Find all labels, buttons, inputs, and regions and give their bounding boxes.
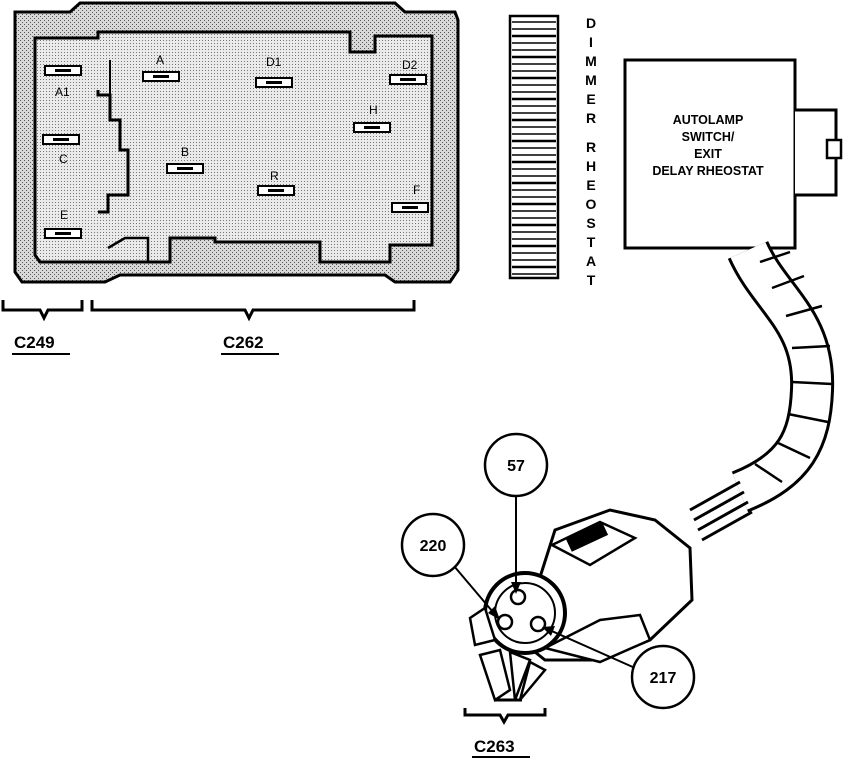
rheostat-letter: D: [586, 15, 596, 31]
terminal-pad-h: [353, 122, 391, 133]
connector-label-c263: C263: [474, 737, 515, 756]
dimmer-rheostat-label: D I M M E R R H E O S T A T: [585, 15, 597, 288]
leader-217: [544, 627, 636, 669]
rheostat-letter: H: [586, 158, 596, 174]
pin-57: [509, 588, 527, 606]
terminal-label-e: E: [60, 208, 68, 222]
c263-bracket: [463, 708, 547, 726]
leader-220: [453, 565, 499, 619]
terminal-pad-a: [142, 71, 180, 82]
rheostat-letter: T: [587, 234, 596, 250]
terminal-pad-d2: [389, 74, 427, 85]
terminal-pad-d1: [255, 77, 293, 88]
terminal-pad-e: [44, 228, 82, 239]
rheostat-letter: A: [586, 253, 596, 269]
autolamp-box-line: SWITCH/: [682, 130, 735, 144]
terminal-pad-r: [257, 185, 295, 196]
c262-bracket: [90, 300, 416, 322]
autolamp-switch-box: AUTOLAMP SWITCH/ EXIT DELAY RHEOSTAT: [623, 58, 843, 250]
terminal-pad-a1: [44, 65, 82, 76]
rheostat-letter: M: [585, 72, 597, 88]
autolamp-box-line: EXIT: [694, 147, 722, 161]
callout-57: 57: [483, 432, 549, 498]
wire-label-220: 220: [420, 538, 447, 555]
rheostat-letter: S: [586, 215, 595, 231]
clip-fingers: [478, 648, 547, 702]
terminal-label-b: B: [181, 145, 189, 159]
wire-label-217: 217: [650, 670, 677, 687]
rheostat-letter: E: [586, 91, 595, 107]
c249-bracket: [1, 300, 84, 322]
pin-217: [529, 615, 547, 633]
callout-220: 220: [400, 512, 466, 578]
callout-217: 217: [630, 644, 696, 710]
wire-label-57: 57: [507, 458, 525, 475]
connector-plug: [468, 508, 694, 702]
wire-harness: [689, 240, 835, 542]
terminal-label-d1: D1: [266, 55, 282, 69]
autolamp-box-line: DELAY RHEOSTAT: [652, 164, 764, 178]
terminal-pad-b: [166, 163, 204, 174]
terminal-pad-c: [42, 134, 80, 145]
rheostat-letter: E: [586, 177, 595, 193]
terminal-pads: [42, 65, 429, 239]
locking-tab: [549, 520, 638, 567]
switch-circuit-board: [13, 1, 460, 284]
rheostat-letter: O: [586, 196, 597, 212]
terminal-label-d2: D2: [402, 58, 418, 72]
rheostat-letter: M: [585, 53, 597, 69]
rheostat-letter: R: [586, 110, 596, 126]
terminal-label-f: F: [413, 183, 420, 197]
autolamp-box-line: AUTOLAMP: [673, 113, 744, 127]
terminal-label-c: C: [59, 152, 68, 166]
rheostat-letter: R: [586, 139, 596, 155]
connector-label-c262: C262: [223, 333, 264, 352]
terminal-pad-f: [391, 202, 429, 213]
terminal-label-a1: A1: [55, 85, 70, 99]
terminal-label-r: R: [270, 169, 279, 183]
connector-label-c249: C249: [14, 333, 55, 352]
rheostat-letter: I: [589, 34, 593, 50]
terminal-label-h: H: [369, 103, 378, 117]
rheostat-ridges: [512, 21, 556, 275]
dimmer-rheostat-wheel: [508, 14, 560, 280]
rheostat-letter: T: [587, 272, 596, 288]
terminal-label-a: A: [156, 53, 164, 67]
pin-220: [496, 613, 514, 631]
